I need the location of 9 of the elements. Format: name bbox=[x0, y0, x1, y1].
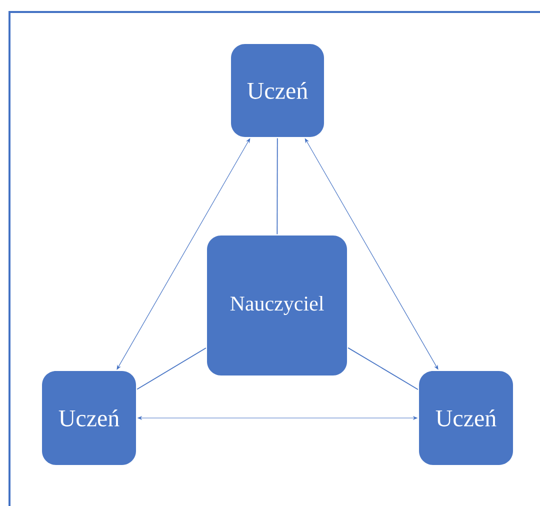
rounded-box: Uczeń bbox=[419, 371, 513, 465]
rounded-box: Uczeń bbox=[42, 371, 136, 465]
rounded-box: Nauczyciel bbox=[207, 236, 347, 376]
arrow bbox=[304, 138, 438, 370]
connector-line bbox=[276, 138, 278, 235]
connector-line bbox=[136, 348, 206, 390]
arrow bbox=[116, 138, 250, 370]
connector-line bbox=[348, 347, 418, 390]
rounded-box: Uczeń bbox=[231, 44, 324, 137]
